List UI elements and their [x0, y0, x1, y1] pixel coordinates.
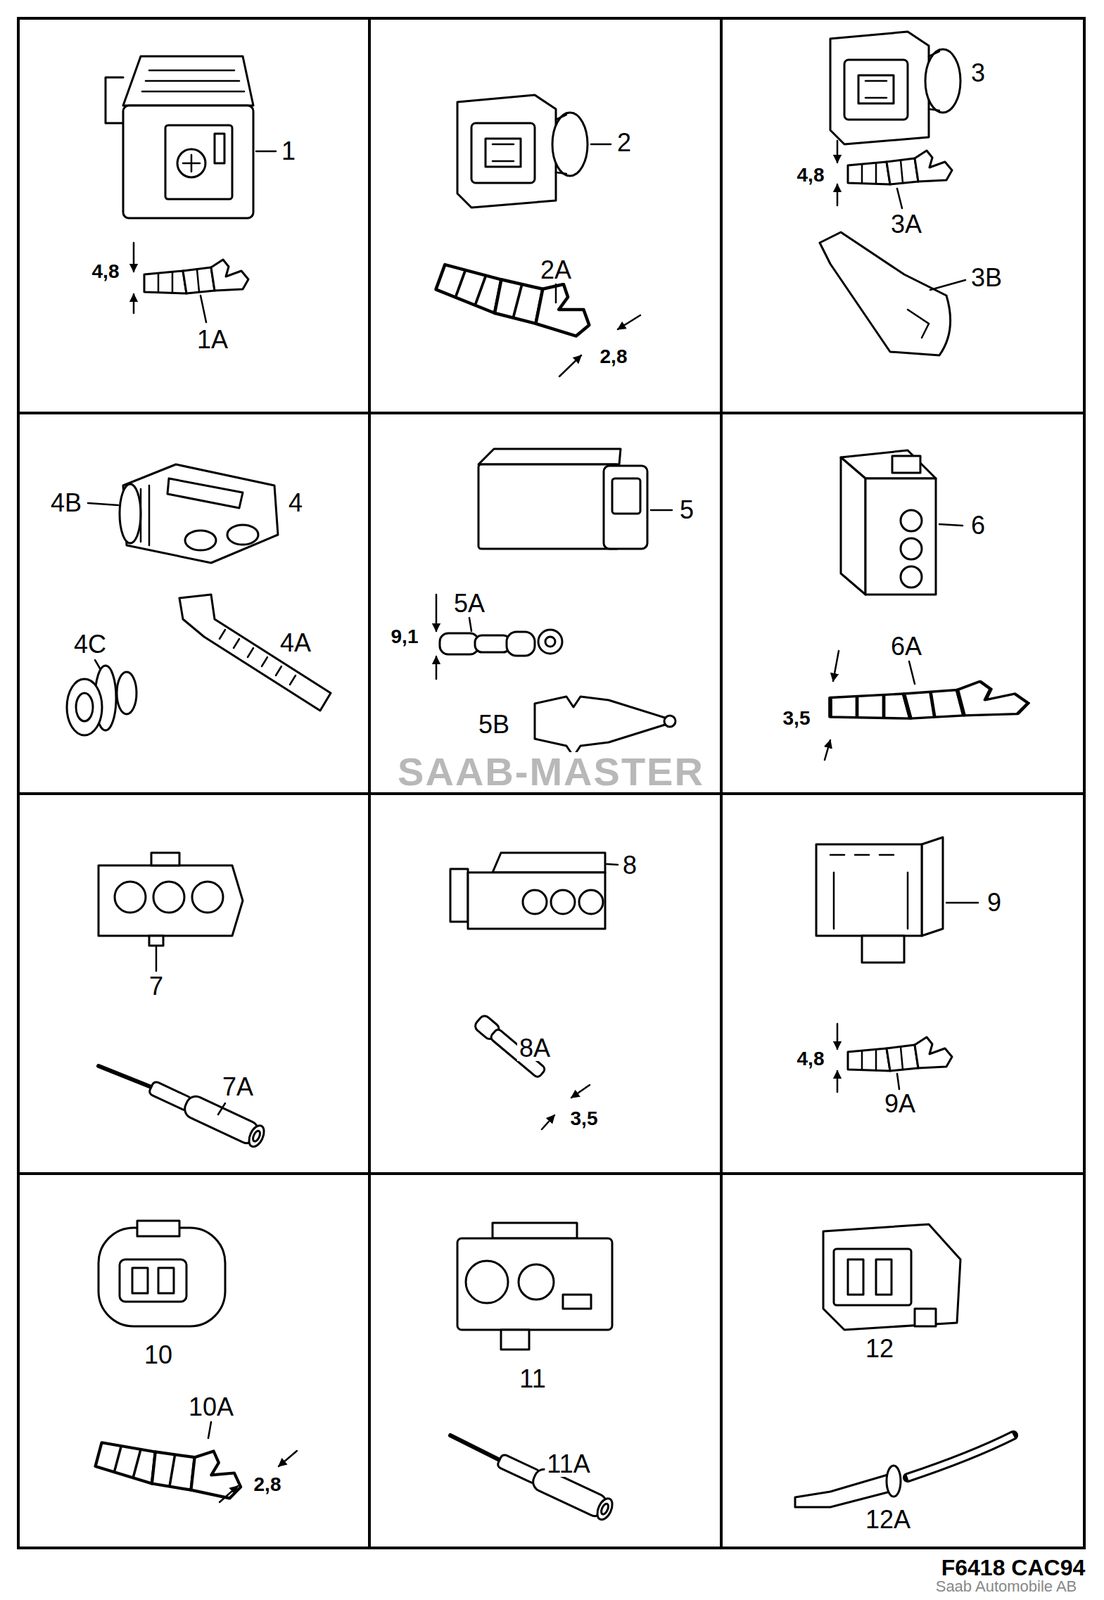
callout-number: 4C	[71, 631, 109, 658]
callout-number: 8A	[517, 1035, 553, 1062]
callout-number: 4A	[277, 630, 314, 656]
callout-number: 2A	[538, 257, 574, 283]
callout-number: 8	[620, 852, 639, 879]
callout-number: 3B	[968, 265, 1005, 291]
connector-5	[436, 448, 676, 757]
dimension-label: 3,5	[781, 708, 813, 729]
callout-number: 3	[968, 60, 988, 86]
callout-number: 5	[677, 497, 696, 523]
dimension-label: 9,1	[389, 626, 421, 647]
dimension-label: 3,5	[568, 1108, 601, 1129]
callout-number: 1	[279, 138, 298, 164]
dimension-label: 2,8	[251, 1474, 284, 1495]
callout-number: 11A	[544, 1451, 592, 1477]
connector-11	[450, 1222, 615, 1522]
connector-3	[819, 31, 966, 356]
callout-number: 5B	[476, 712, 512, 738]
connector-1	[105, 56, 276, 323]
callout-number: 6A	[888, 633, 924, 660]
callout-number: 4	[286, 490, 305, 516]
callout-number: 10A	[186, 1394, 236, 1420]
dimension-label: 4,8	[795, 1049, 827, 1069]
callout-number: 9A	[882, 1091, 918, 1117]
dimension-label: 2,8	[598, 346, 630, 367]
connector-12	[795, 1224, 1014, 1508]
connector-10	[94, 1220, 297, 1506]
callout-number: 6	[968, 512, 988, 539]
footer-text: Saab Automobile AB	[933, 1578, 1080, 1595]
connector-2	[434, 94, 641, 377]
dimension-label: 4,8	[795, 165, 827, 186]
connector-6	[824, 450, 1029, 760]
grid-frame	[18, 18, 1085, 1548]
callout-number: 5A	[451, 591, 487, 617]
callout-number: 10	[142, 1342, 175, 1368]
connector-8	[450, 852, 618, 1130]
callout-number: 12	[863, 1336, 896, 1362]
connector-9	[816, 837, 979, 1093]
callout-number: 7	[147, 973, 166, 1000]
watermark: SAAB-MASTER	[395, 752, 707, 792]
callout-number: 2	[614, 130, 634, 156]
dimension-label: 4,8	[90, 261, 122, 282]
callout-number: 12A	[863, 1507, 913, 1533]
footer-text: F6418 CAC94	[939, 1556, 1088, 1579]
connector-4	[66, 464, 331, 736]
callout-number: 1A	[194, 327, 231, 353]
callout-number: 4B	[48, 490, 84, 516]
callout-number: 3A	[888, 211, 924, 238]
callout-number: 7A	[220, 1074, 256, 1100]
callout-number: 9	[985, 890, 1004, 916]
connector-7	[98, 852, 267, 1150]
callout-number: 11	[517, 1366, 548, 1392]
